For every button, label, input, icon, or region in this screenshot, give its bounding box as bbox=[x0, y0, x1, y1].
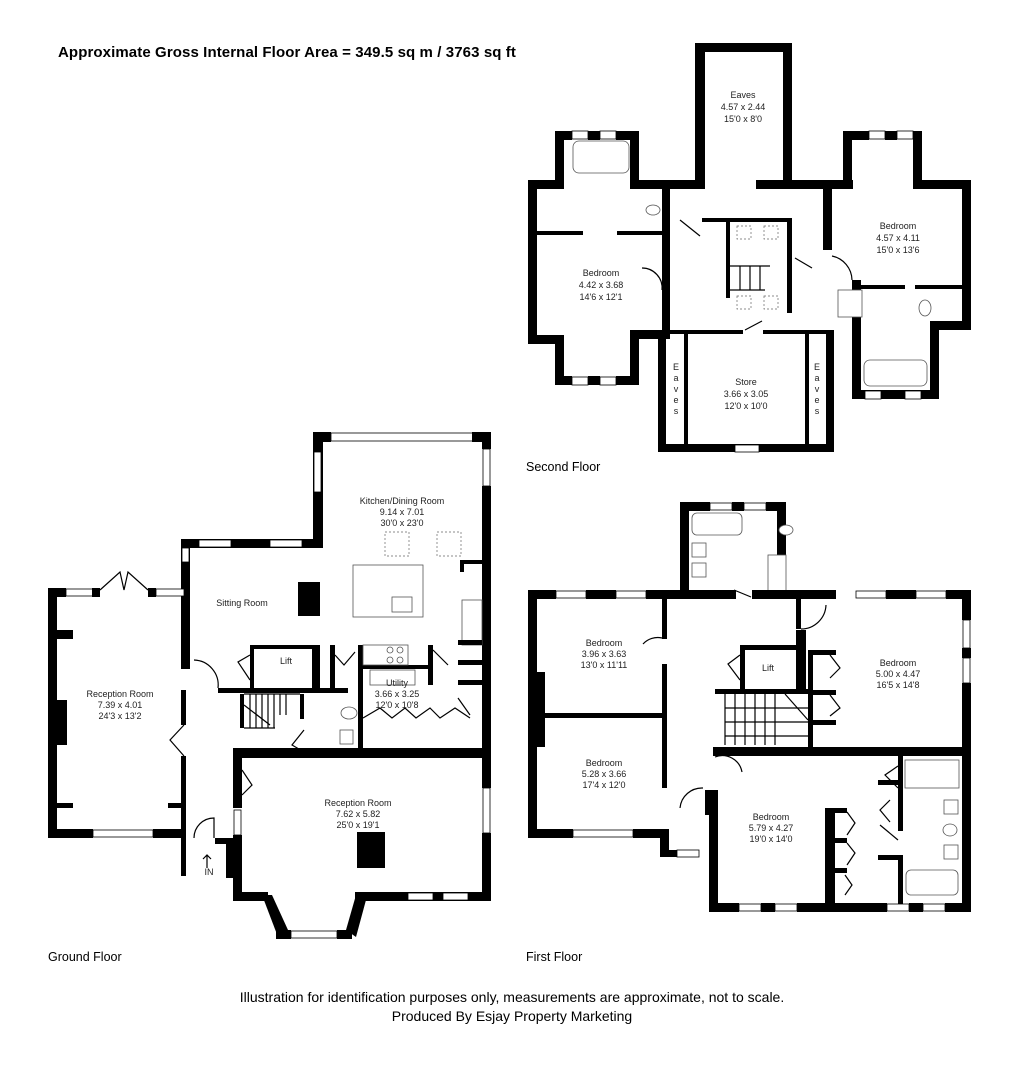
credit-text: Produced By Esjay Property Marketing bbox=[391, 1008, 633, 1024]
disclaimer-text: Illustration for identification purposes… bbox=[239, 989, 785, 1005]
floor-area-title: Approximate Gross Internal Floor Area = … bbox=[58, 44, 516, 61]
ground-floor-label: Ground Floor bbox=[48, 950, 122, 964]
room-bedroom-sf1-metric: 4.42 x 3.68 bbox=[579, 280, 624, 290]
svg-text:v: v bbox=[674, 384, 679, 394]
room-bedroom-ff3-imperial: 17'4 x 12'0 bbox=[583, 780, 626, 790]
room-store-name: Store bbox=[735, 377, 757, 387]
room-lift-first-name: Lift bbox=[762, 663, 775, 673]
room-bedroom-ff4-name: Bedroom bbox=[753, 812, 790, 822]
room-bedroom-ff3-metric: 5.28 x 3.66 bbox=[582, 769, 627, 779]
room-lift-ground-name: Lift bbox=[280, 656, 293, 666]
second-floor-label: Second Floor bbox=[526, 460, 601, 474]
svg-text:v: v bbox=[815, 384, 820, 394]
room-eaves-name: Eaves bbox=[730, 90, 756, 100]
room-bedroom-ff3-name: Bedroom bbox=[586, 758, 623, 768]
room-reception-left-name: Reception Room bbox=[86, 689, 153, 699]
first-floor-label: First Floor bbox=[526, 950, 583, 964]
room-bedroom-ff2-name: Bedroom bbox=[880, 658, 917, 668]
svg-text:s: s bbox=[815, 406, 820, 416]
second-floor-plan: Eaves 4.57 x 2.44 15'0 x 8'0 Bedroom 4.4… bbox=[528, 43, 971, 453]
room-kitchen-name: Kitchen/Dining Room bbox=[360, 496, 445, 506]
svg-text:e: e bbox=[814, 395, 819, 405]
room-eaves-imperial: 15'0 x 8'0 bbox=[724, 114, 762, 124]
room-kitchen-imperial: 30'0 x 23'0 bbox=[381, 518, 424, 528]
room-bedroom-sf2-metric: 4.57 x 4.11 bbox=[876, 233, 920, 243]
room-bedroom-ff1-metric: 3.96 x 3.63 bbox=[582, 649, 627, 659]
room-sitting-name: Sitting Room bbox=[216, 598, 268, 608]
room-bedroom-ff1-imperial: 13'0 x 11'11 bbox=[581, 660, 628, 670]
svg-text:s: s bbox=[674, 406, 679, 416]
room-reception-left-metric: 7.39 x 4.01 bbox=[98, 700, 143, 710]
room-bedroom-ff2-metric: 5.00 x 4.47 bbox=[876, 669, 921, 679]
room-reception-right-name: Reception Room bbox=[324, 798, 391, 808]
svg-text:e: e bbox=[673, 395, 678, 405]
eaves-right-label: E a v e s bbox=[814, 362, 820, 416]
room-kitchen-metric: 9.14 x 7.01 bbox=[380, 507, 425, 517]
room-utility-name: Utility bbox=[386, 678, 408, 688]
svg-text:E: E bbox=[814, 362, 820, 372]
room-bedroom-sf1-name: Bedroom bbox=[583, 268, 620, 278]
room-utility-imperial: 12'0 x 10'8 bbox=[376, 700, 419, 710]
room-reception-right-metric: 7.62 x 5.82 bbox=[336, 809, 381, 819]
room-reception-left-imperial: 24'3 x 13'2 bbox=[99, 711, 142, 721]
room-bedroom-ff1-name: Bedroom bbox=[586, 638, 623, 648]
svg-text:E: E bbox=[673, 362, 679, 372]
room-bedroom-ff4-metric: 5.79 x 4.27 bbox=[749, 823, 794, 833]
ground-floor-plan: IN bbox=[48, 432, 491, 939]
room-bedroom-sf1-imperial: 14'6 x 12'1 bbox=[580, 292, 623, 302]
room-reception-right-imperial: 25'0 x 19'1 bbox=[337, 820, 380, 830]
svg-text:a: a bbox=[673, 373, 678, 383]
svg-text:a: a bbox=[814, 373, 819, 383]
entrance-label: IN bbox=[205, 867, 214, 877]
room-utility-metric: 3.66 x 3.25 bbox=[375, 689, 420, 699]
room-bedroom-ff4-imperial: 19'0 x 14'0 bbox=[750, 834, 793, 844]
eaves-left-label: E a v e s bbox=[673, 362, 679, 416]
room-bedroom-ff2-imperial: 16'5 x 14'8 bbox=[877, 680, 920, 690]
room-store-metric: 3.66 x 3.05 bbox=[724, 389, 769, 399]
room-eaves-metric: 4.57 x 2.44 bbox=[721, 102, 766, 112]
room-bedroom-sf2-imperial: 15'0 x 13'6 bbox=[877, 245, 920, 255]
room-store-imperial: 12'0 x 10'0 bbox=[725, 401, 768, 411]
first-floor-plan: Bedroom 3.96 x 3.63 13'0 x 11'11 Bedroom… bbox=[528, 502, 971, 912]
room-bedroom-sf2-name: Bedroom bbox=[880, 221, 917, 231]
